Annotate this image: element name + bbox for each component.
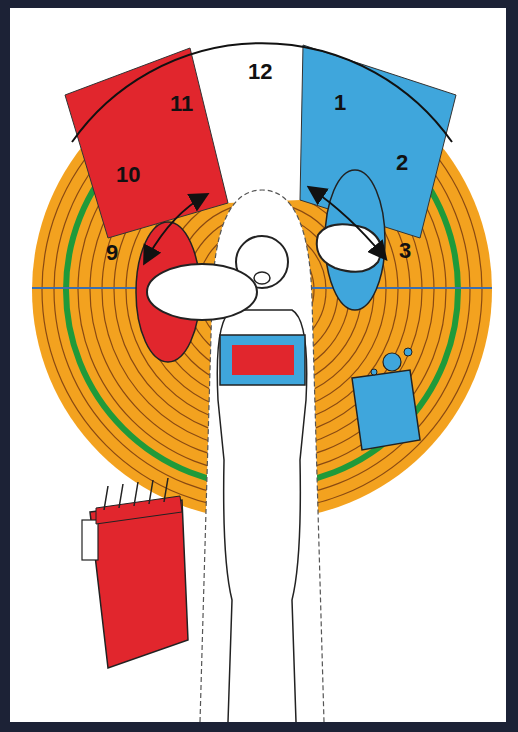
red-sector bbox=[65, 48, 228, 238]
dentist-head bbox=[147, 264, 257, 320]
tray-inner bbox=[232, 345, 294, 375]
cart-handle bbox=[82, 520, 98, 560]
instrument-tray bbox=[220, 335, 305, 385]
handpiece bbox=[119, 484, 123, 508]
cart-top bbox=[96, 496, 182, 524]
white-ground bbox=[10, 8, 506, 722]
clock-number: 1 bbox=[334, 92, 346, 114]
cabinet-item bbox=[371, 369, 377, 375]
handpieces bbox=[104, 478, 168, 510]
patient-mouth bbox=[254, 272, 270, 284]
dentist-cart bbox=[90, 500, 188, 668]
clock-number: 12 bbox=[248, 61, 272, 83]
cabinet-item bbox=[404, 348, 412, 356]
handpiece bbox=[164, 478, 168, 502]
handpiece bbox=[149, 480, 153, 504]
clock-number: 9 bbox=[106, 242, 118, 264]
patient-body bbox=[217, 310, 306, 722]
handpiece bbox=[134, 482, 138, 506]
assistant-head bbox=[317, 224, 381, 272]
clock-number: 2 bbox=[396, 152, 408, 174]
reach-arrow bbox=[145, 195, 206, 262]
clock-number: 3 bbox=[399, 240, 411, 262]
handpiece bbox=[104, 486, 108, 510]
cabinet-item bbox=[383, 353, 401, 371]
arc-line bbox=[72, 43, 452, 142]
reach-arrow bbox=[310, 188, 385, 258]
clock-number: 11 bbox=[170, 93, 193, 115]
clock-number: 10 bbox=[116, 164, 140, 186]
assistant-cabinet bbox=[352, 370, 420, 450]
